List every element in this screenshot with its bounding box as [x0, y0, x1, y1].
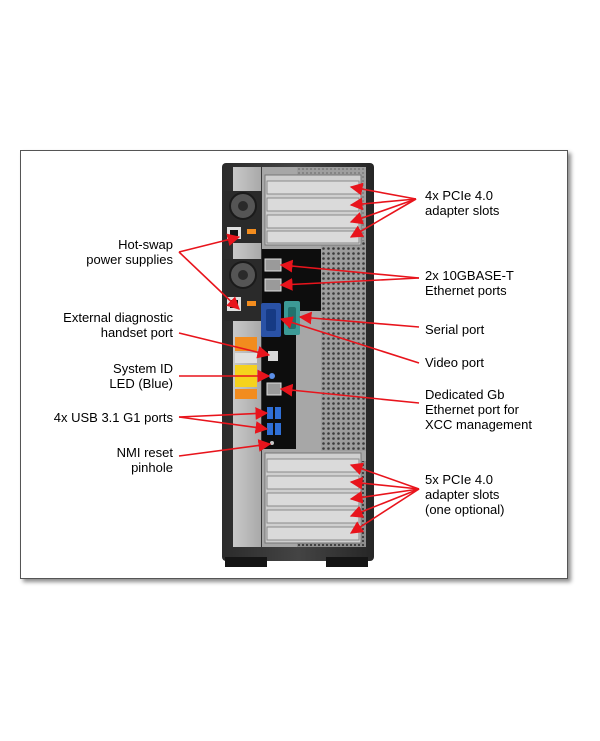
label-system-id-line2: LED (Blue)	[109, 376, 173, 391]
label-nmi-line1: NMI reset	[116, 445, 173, 460]
arrow-pcie-bottom-1	[349, 462, 420, 490]
arrow-pcie-bottom-5	[349, 488, 420, 534]
arrow-10g-2	[279, 277, 420, 291]
arrow-xcc	[279, 383, 420, 404]
label-usb-ports: 4x USB 3.1 G1 ports	[54, 410, 173, 425]
arrow-pcie-bottom-3	[349, 488, 420, 504]
label-xcc-line2: Ethernet port for	[425, 402, 519, 417]
arrow-pcie-bottom-4	[349, 488, 420, 518]
label-pcie-top-line2: adapter slots	[425, 203, 500, 218]
label-xcc-line1: Dedicated Gb	[425, 387, 505, 402]
label-serial-port: Serial port	[425, 322, 484, 337]
label-10gbase-t: 2x 10GBASE-T Ethernet ports	[425, 268, 514, 298]
arrow-psu-1	[178, 233, 241, 253]
label-diag-port: External diagnostic handset port	[63, 310, 173, 340]
label-pcie-bottom: 5x PCIe 4.0 adapter slots (one optional)	[425, 472, 505, 517]
label-pcie-bottom-line1: 5x PCIe 4.0	[425, 472, 493, 487]
label-usb-line1: 4x USB 3.1 G1 ports	[53, 410, 173, 425]
label-nmi: NMI reset pinhole	[117, 445, 173, 475]
label-hot-swap-line2: power supplies	[86, 252, 173, 267]
arrow-nmi	[178, 439, 272, 457]
label-pcie-top: 4x PCIe 4.0 adapter slots	[425, 188, 499, 218]
label-diag-line2: handset port	[100, 325, 173, 340]
label-10gbase-t-line1: 2x 10GBASE-T	[425, 268, 514, 283]
arrow-diag	[178, 332, 271, 359]
label-serial-port-line1: Serial port	[425, 322, 485, 337]
callout-arrows	[178, 182, 420, 534]
arrow-serial	[298, 311, 420, 328]
label-xcc-line3: XCC management	[425, 417, 532, 432]
arrow-pcie-top-2	[349, 197, 417, 211]
label-hot-swap: Hot-swap power supplies	[86, 237, 173, 267]
label-system-id-line1: System ID	[113, 361, 173, 376]
arrow-pcie-top-3	[349, 198, 417, 225]
label-diag-line1: External diagnostic	[63, 310, 173, 325]
pcie-slots-top	[264, 174, 362, 246]
diagram-figure: 4x PCIe 4.0 adapter slots 2x 10GBASE-T E…	[20, 150, 568, 579]
arrow-pcie-top-4	[349, 198, 417, 238]
arrow-10g-1	[279, 259, 420, 279]
label-10gbase-t-line2: Ethernet ports	[425, 283, 507, 298]
arrow-usb-1	[178, 407, 269, 420]
arrow-pcie-top-1	[349, 182, 417, 200]
arrow-psu-2	[178, 251, 240, 310]
label-hot-swap-line1: Hot-swap	[118, 237, 173, 252]
label-pcie-bottom-line3: (one optional)	[425, 502, 505, 517]
arrow-pcie-bottom-2	[349, 476, 420, 490]
server-rear-diagram	[178, 163, 420, 567]
label-nmi-line2: pinhole	[131, 460, 173, 475]
label-video-port-line1: Video port	[425, 355, 485, 370]
label-system-id: System ID LED (Blue)	[109, 361, 173, 391]
label-pcie-bottom-line2: adapter slots	[425, 487, 500, 502]
warning-labels	[235, 337, 257, 399]
power-supply-2	[224, 259, 262, 321]
pcie-slots-bottom	[264, 452, 362, 544]
arrow-video	[279, 316, 420, 364]
power-supply-1	[224, 191, 262, 243]
arrow-usb-2	[178, 416, 269, 434]
label-pcie-top-line1: 4x PCIe 4.0	[425, 188, 493, 203]
label-xcc-port: Dedicated Gb Ethernet port for XCC manag…	[425, 387, 532, 432]
label-video-port: Video port	[425, 355, 484, 370]
